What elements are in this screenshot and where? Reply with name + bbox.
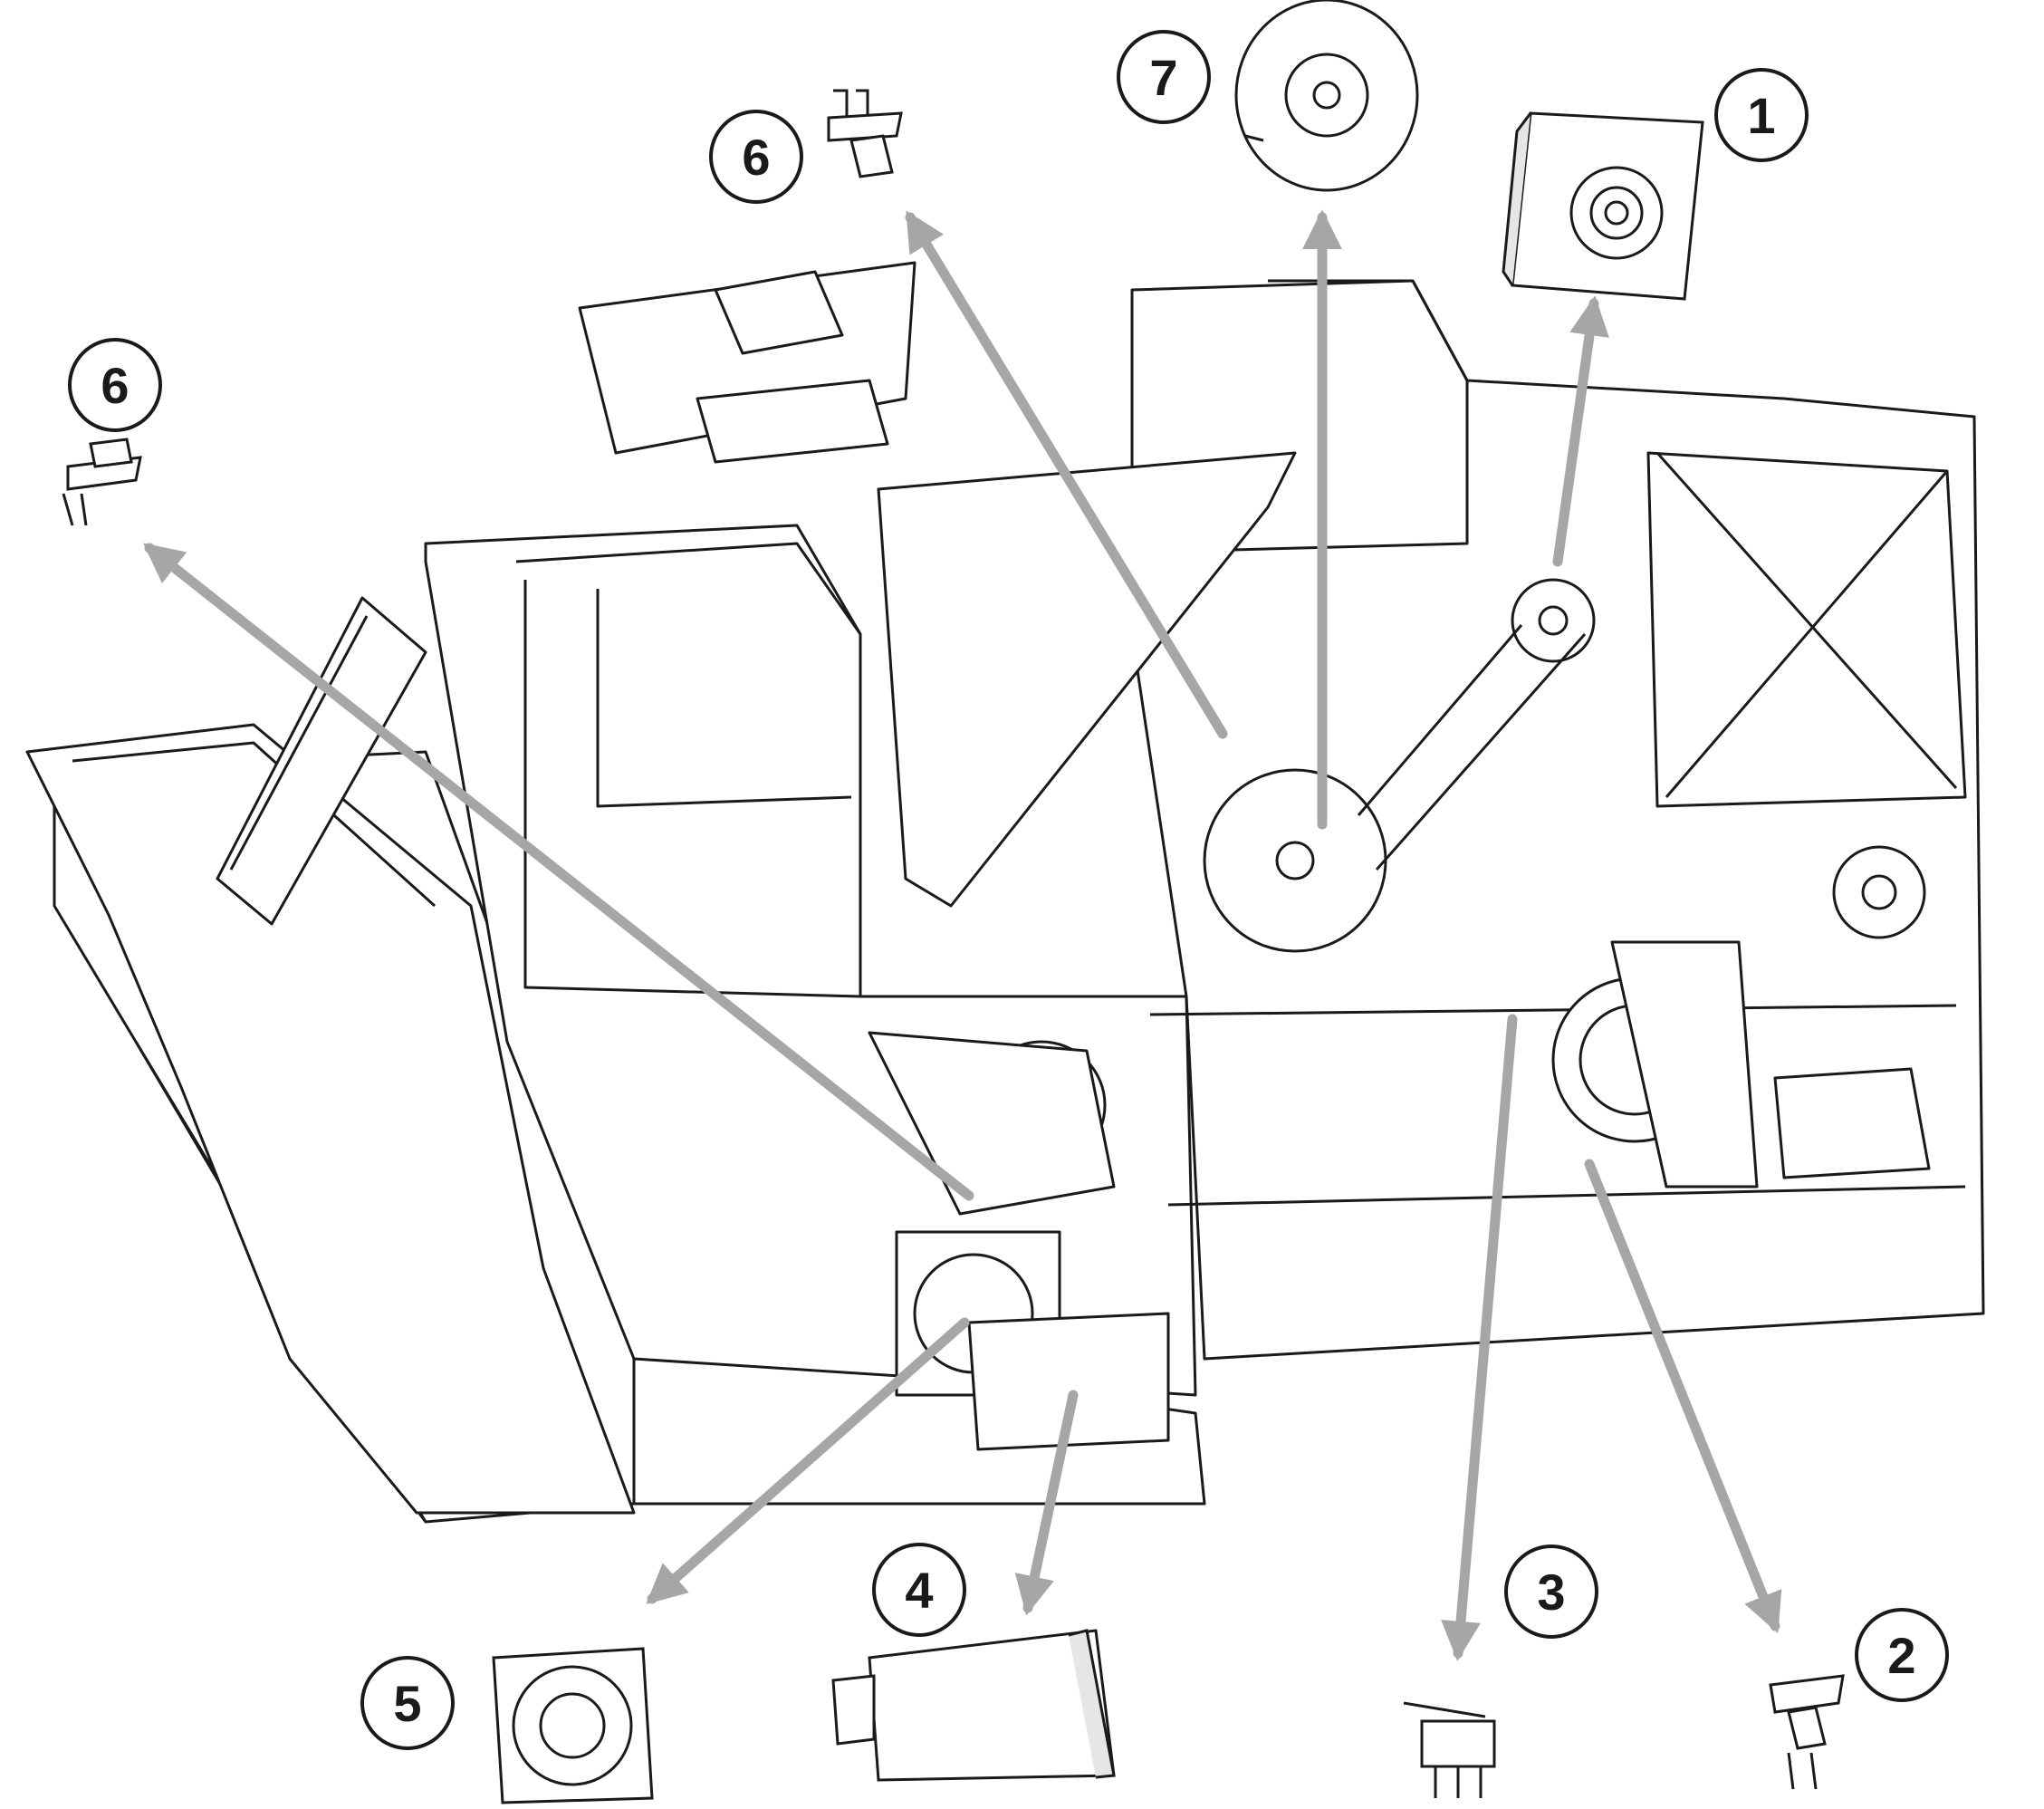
- callout-label-7: 7: [1149, 49, 1177, 106]
- callout-6-upper: 6: [709, 110, 803, 204]
- callout-1: 1: [1714, 68, 1809, 162]
- callout-label-5: 5: [393, 1675, 421, 1732]
- arrow-3: [1441, 1014, 1518, 1661]
- arrow-5: [646, 1317, 970, 1604]
- callout-7: 7: [1117, 30, 1211, 124]
- arrow-2: [1584, 1159, 1782, 1634]
- micro-switch-icon: [1403, 1701, 1496, 1798]
- callout-5: 5: [360, 1656, 455, 1750]
- callout-label-1: 1: [1747, 87, 1775, 144]
- callout-label-3: 3: [1537, 1564, 1565, 1621]
- stepper-motor-icon: [1502, 111, 1704, 301]
- callout-2: 2: [1855, 1608, 1949, 1702]
- callout-label-6-upper: 6: [742, 129, 770, 186]
- optical-sensor-icon: [62, 438, 142, 526]
- callout-label-2: 2: [1887, 1627, 1915, 1684]
- callout-4: 4: [872, 1543, 966, 1637]
- arrow-4: [1014, 1390, 1079, 1616]
- solenoid-module-icon: [831, 1629, 1116, 1782]
- arrows: [143, 209, 1782, 1661]
- callouts: 1 2 3 4 5 6 6 7: [68, 30, 1949, 1750]
- arrow-1: [1552, 295, 1609, 567]
- optical-sensor-icon: [1769, 1674, 1845, 1790]
- cooling-fan-icon: [492, 1647, 654, 1804]
- arrow-6-upper: [905, 210, 1228, 739]
- callout-label-6-left: 6: [101, 357, 129, 414]
- callout-3: 3: [1504, 1544, 1598, 1639]
- callout-label-4: 4: [905, 1562, 933, 1619]
- optical-sensor-icon: [827, 89, 903, 178]
- encoder-disc-icon: [1234, 0, 1419, 192]
- callout-6-left: 6: [68, 338, 162, 432]
- arrow-6-left: [143, 543, 974, 1201]
- printer-assembly: [25, 261, 1985, 1524]
